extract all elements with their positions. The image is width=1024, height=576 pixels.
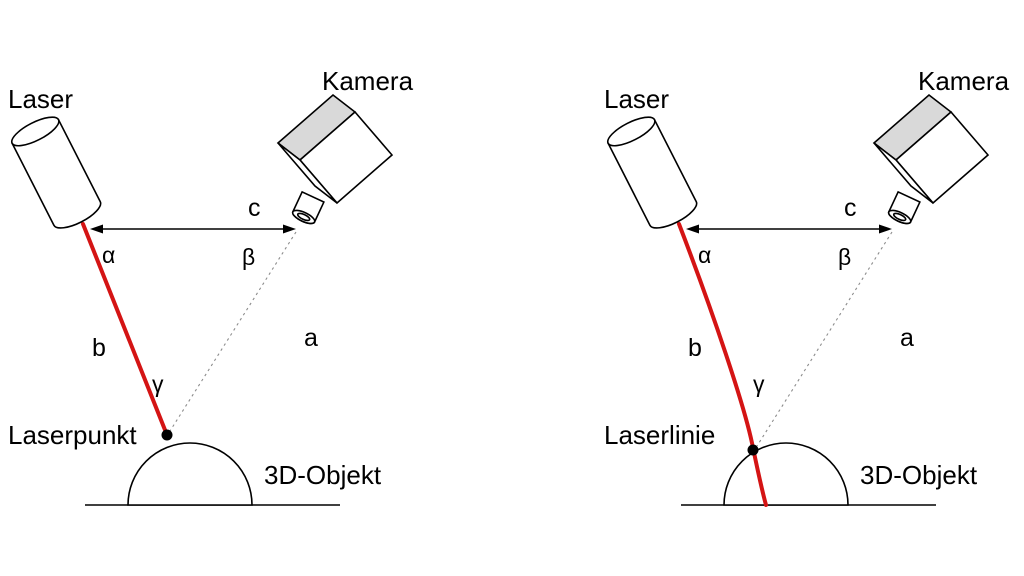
laser-label: Laser <box>604 84 669 114</box>
laser-top-cap <box>10 116 60 147</box>
laser-beam-line <box>81 222 169 437</box>
side-b-label: b <box>688 334 702 362</box>
camera-lens-icon <box>887 190 921 225</box>
angle-alpha-label: α <box>102 242 115 268</box>
laser-label: Laser <box>8 84 73 114</box>
laser-point-dot <box>747 444 759 456</box>
arrowhead-left-icon <box>686 224 699 234</box>
object-dome <box>127 442 253 506</box>
laser-top-cap <box>606 116 656 147</box>
baseline-c-arrow <box>686 224 892 234</box>
angle-beta-label: β <box>838 244 851 270</box>
laser-line-label: Laserlinie <box>604 420 715 450</box>
camera-side-face <box>873 142 934 204</box>
baseline-c-arrow <box>90 224 296 234</box>
arrowhead-right-icon <box>879 224 892 234</box>
laser-device-icon <box>10 116 102 229</box>
camera-ray-line <box>756 231 893 447</box>
laser-beam-line <box>677 222 768 507</box>
camera-ray-line <box>169 231 297 432</box>
side-c-label: c <box>844 194 857 222</box>
object-label: 3D-Objekt <box>860 460 978 490</box>
laser-point-dot <box>161 429 173 441</box>
side-a-label: a <box>900 324 914 352</box>
object-label: 3D-Objekt <box>264 460 382 490</box>
angle-beta-label: β <box>242 244 255 270</box>
panel-laser-point: Laser Kamera c α β b a γ Laserpunkt 3D-O… <box>8 66 414 506</box>
camera-lens-opening <box>892 212 907 222</box>
arrowhead-right-icon <box>283 224 296 234</box>
side-a-label: a <box>304 324 318 352</box>
camera-icon <box>276 93 394 225</box>
angle-gamma-label: γ <box>753 371 765 397</box>
laser-point-label: Laserpunkt <box>8 420 137 450</box>
angle-gamma-label: γ <box>152 371 164 397</box>
laser-body <box>607 118 698 229</box>
angle-alpha-label: α <box>698 242 711 268</box>
panel-laser-line: Laser Kamera c α β b a γ Laserlinie 3D-O… <box>604 66 1010 507</box>
camera-side-face <box>277 142 338 204</box>
camera-lens-opening <box>296 212 311 222</box>
laser-body <box>11 118 102 229</box>
side-b-label: b <box>92 334 106 362</box>
object-dome <box>723 442 849 506</box>
side-c-label: c <box>248 194 261 222</box>
arrowhead-left-icon <box>90 224 103 234</box>
camera-lens-icon <box>291 190 325 225</box>
camera-label: Kamera <box>322 66 414 96</box>
camera-label: Kamera <box>918 66 1010 96</box>
laser-device-icon <box>606 116 698 229</box>
camera-icon <box>872 93 990 225</box>
